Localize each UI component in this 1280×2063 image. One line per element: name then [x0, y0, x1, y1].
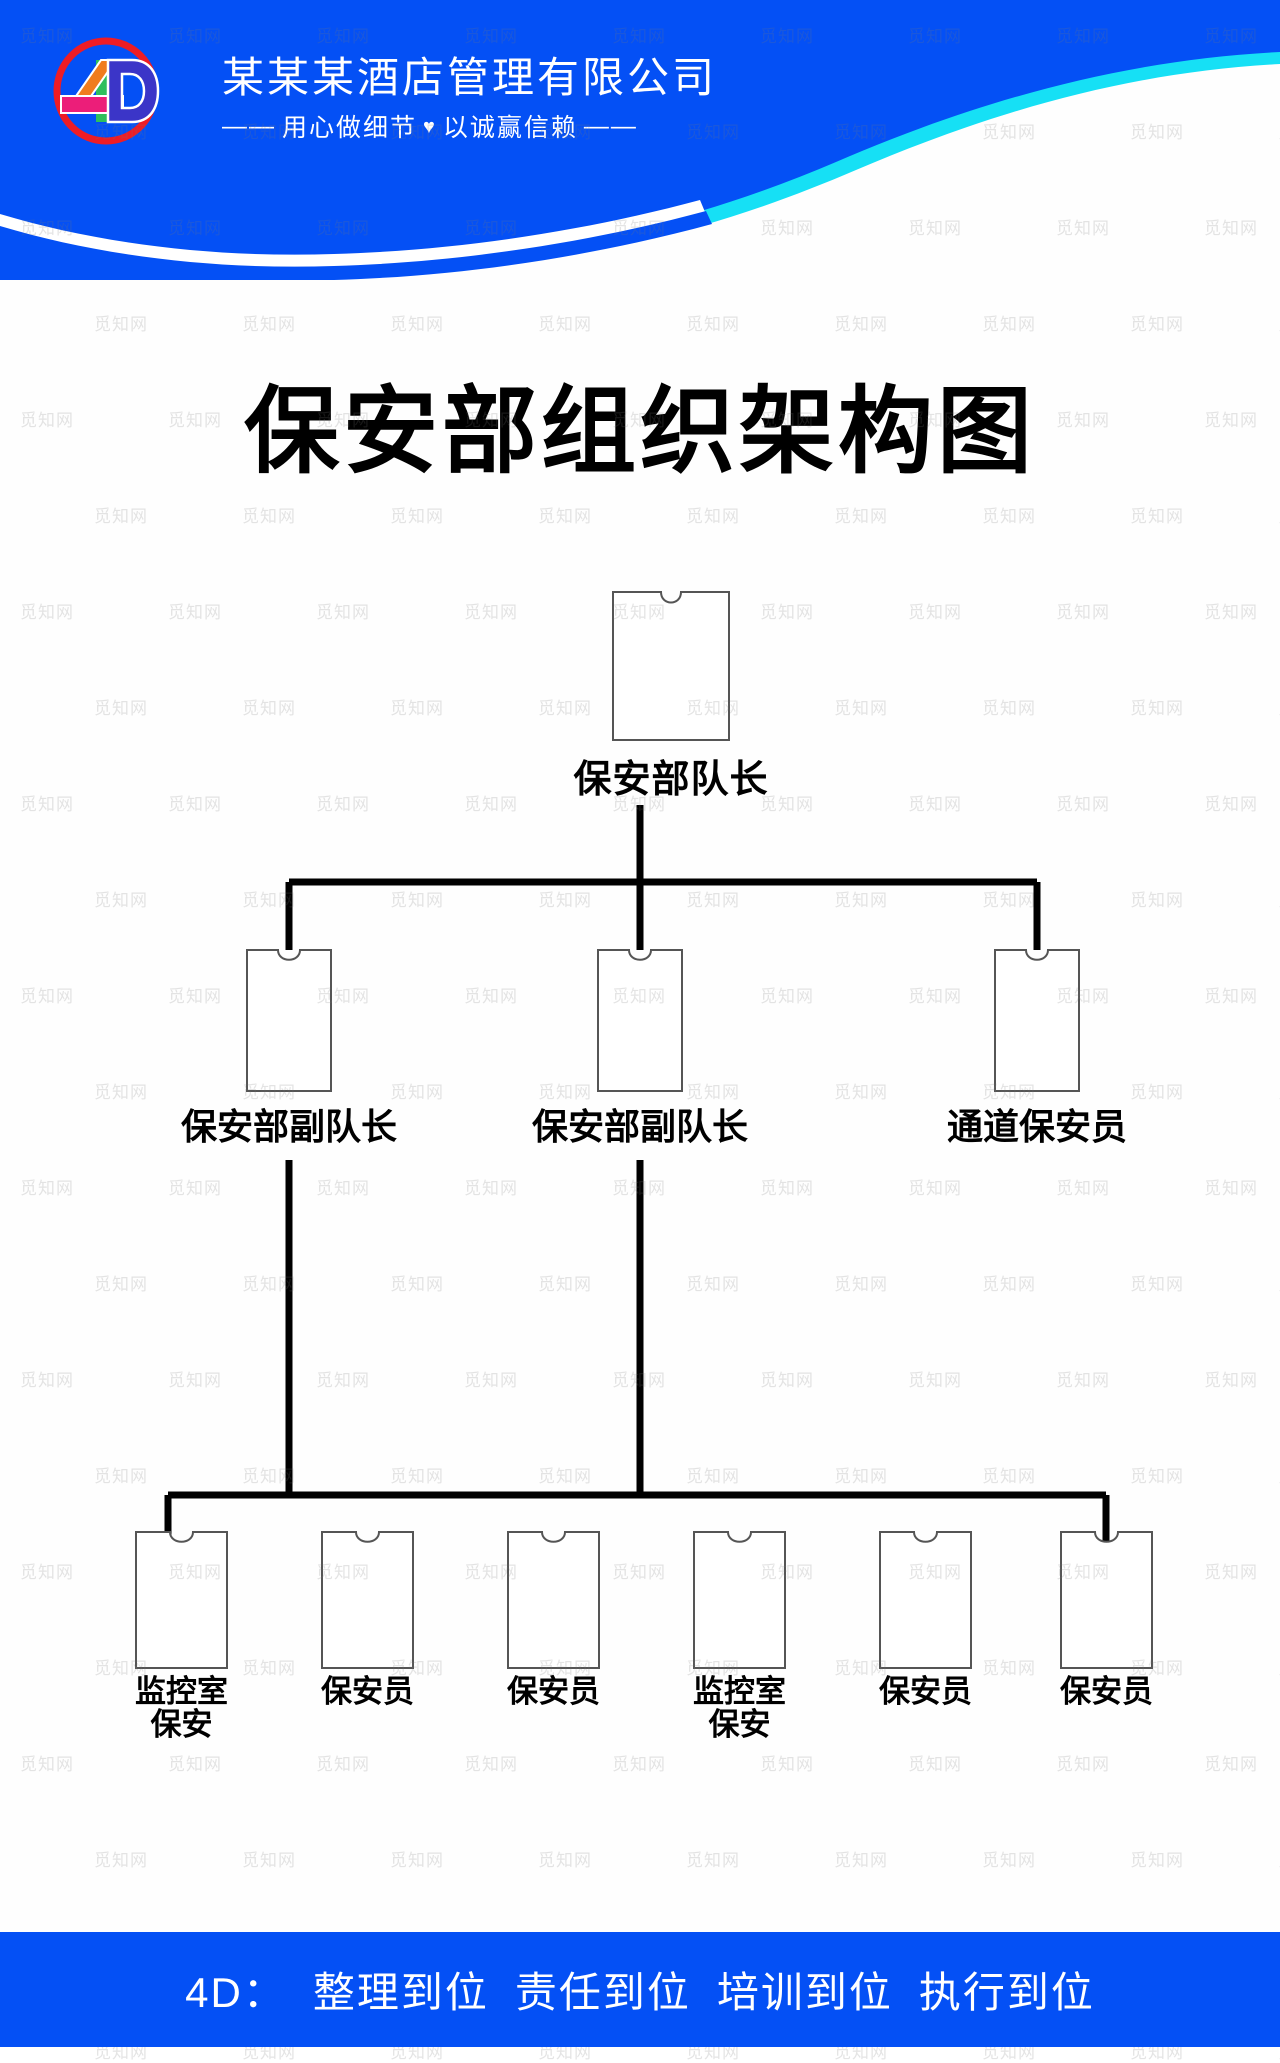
company-identity-block: 某某某酒店管理有限公司 —— 用心做细节 ♥ 以诚赢信赖 —— [222, 54, 982, 144]
page-header: 某某某酒店管理有限公司 —— 用心做细节 ♥ 以诚赢信赖 —— [0, 0, 1280, 280]
footer-slogan: 4D： 整理到位责任到位培训到位执行到位 [185, 1959, 1095, 2020]
org-node-label-line1: 监控室 [135, 1674, 228, 1710]
org-node-通道保安员[interactable]: 通道保安员 [947, 948, 1127, 1148]
footer-item-3: 执行到位 [918, 1969, 1095, 2016]
photo-frame-icon [597, 949, 683, 1092]
org-node-label: 监控室 保安 [650, 1676, 830, 1741]
org-node-label: 保安部队长 [573, 757, 769, 801]
org-node-label-line2: 保安 [150, 1706, 213, 1743]
header-wave-graphic [0, 0, 1280, 280]
photo-frame-icon [246, 949, 332, 1092]
org-node-保安部副队长-2[interactable]: 保安部副队长 [532, 948, 748, 1148]
org-node-保安员-4[interactable]: 保安员 [1059, 1530, 1154, 1708]
footer-prefix: 4D： [185, 1969, 287, 2016]
org-node-label-line1: 保安员 [507, 1674, 600, 1710]
footer-item-2: 培训到位 [716, 1969, 893, 2016]
org-node-保安部队长[interactable]: 保安部队长 [573, 590, 768, 801]
logo-4d-icon [53, 37, 160, 145]
photo-frame-icon [693, 1531, 786, 1669]
org-node-label: 通道保安员 [946, 1107, 1128, 1148]
org-node-监控室保安-2[interactable]: 监控室 保安 [692, 1530, 787, 1741]
photo-frame-icon [994, 949, 1080, 1092]
org-node-label: 保安员 [836, 1676, 1016, 1709]
company-name: 某某某酒店管理有限公司 [222, 54, 718, 101]
org-node-label: 保安员 [278, 1676, 458, 1709]
photo-frame-icon [612, 591, 730, 741]
org-node-保安部副队长-1[interactable]: 保安部副队长 [181, 948, 397, 1148]
slogan-suffix-dash: —— [583, 111, 638, 140]
org-node-label-line1: 保安员 [321, 1674, 414, 1710]
slogan-prefix-dash: —— [222, 111, 276, 140]
photo-frame-icon [321, 1531, 414, 1669]
org-node-label-line1: 监控室 [693, 1674, 786, 1710]
slogan-right-text: 以诚赢信赖 [442, 114, 578, 143]
org-node-label: 保安员 [464, 1676, 644, 1709]
heart-icon: ♥ [423, 116, 437, 139]
photo-frame-icon [879, 1531, 972, 1669]
footer-item-0: 整理到位 [312, 1969, 489, 2016]
footer-item-1: 责任到位 [514, 1969, 691, 2016]
photo-frame-icon [1060, 1531, 1153, 1669]
photo-frame-icon [507, 1531, 600, 1669]
org-node-保安员-1[interactable]: 保安员 [320, 1530, 415, 1708]
org-node-保安员-3[interactable]: 保安员 [878, 1530, 973, 1708]
org-node-label: 保安部副队长 [531, 1107, 749, 1148]
page-title: 保安部组织架构图 [243, 377, 1036, 487]
org-node-label: 保安部副队长 [180, 1107, 398, 1148]
org-node-监控室保安-1[interactable]: 监控室 保安 [134, 1530, 229, 1741]
company-logo [46, 36, 166, 146]
photo-frame-icon [135, 1531, 228, 1669]
org-node-label-line1: 保安员 [879, 1674, 972, 1710]
slogan-left-text: 用心做细节 [282, 114, 418, 143]
org-node-label-line1: 保安员 [1060, 1674, 1153, 1710]
company-slogan: —— 用心做细节 ♥ 以诚赢信赖 —— [222, 108, 982, 144]
org-node-保安员-2[interactable]: 保安员 [506, 1530, 601, 1708]
org-node-label-line2: 保安 [708, 1706, 771, 1743]
org-node-label: 保安员 [1017, 1676, 1197, 1709]
org-node-label: 监控室 保安 [92, 1676, 272, 1741]
page-footer: 4D： 整理到位责任到位培训到位执行到位 [0, 1932, 1280, 2047]
